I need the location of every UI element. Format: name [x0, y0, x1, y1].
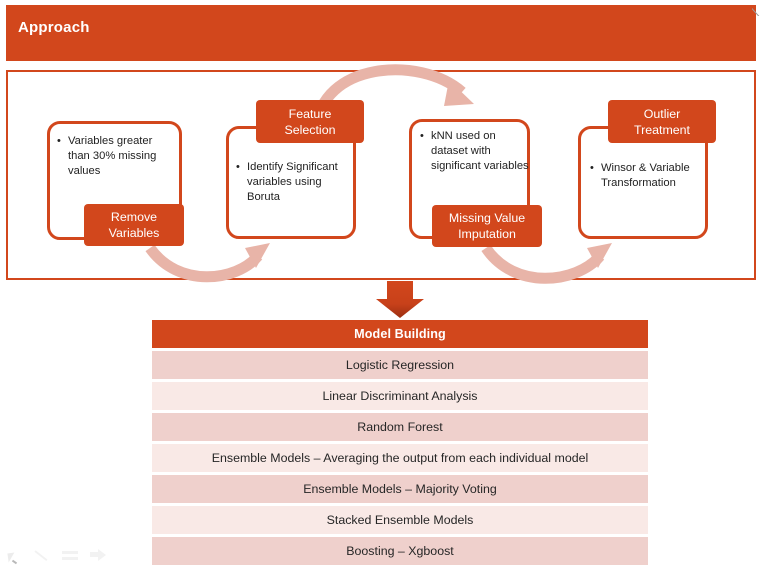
step-card-feature-selection[interactable]	[226, 126, 356, 239]
down-arrow-icon	[376, 281, 424, 318]
cursor-icon[interactable]	[6, 548, 23, 562]
table-row-label: Stacked Ensemble Models	[326, 513, 474, 527]
table-row: Linear Discriminant Analysis	[152, 382, 648, 410]
step-text-4: • Winsor & Variable Transformation	[590, 161, 708, 191]
table-row: Boosting – Xgboost	[152, 537, 648, 565]
table-row-label: Ensemble Models – Averaging the output f…	[211, 451, 589, 465]
step-card-outlier-treatment[interactable]	[578, 126, 708, 239]
arrow-right-icon[interactable]	[90, 548, 107, 562]
step-bullet-label-3: kNN used on dataset with significant var…	[431, 130, 529, 173]
table-row: Logistic Regression	[152, 351, 648, 379]
bullet-icon-3: •	[420, 130, 424, 142]
table-row: Ensemble Models – Averaging the output f…	[152, 444, 648, 472]
step-label-feature-selection[interactable]: Feature Selection	[256, 100, 364, 143]
step-bullet-label-4: Winsor & Variable Transformation	[601, 162, 690, 190]
page-title: Approach	[18, 19, 90, 36]
table-row-label: Linear Discriminant Analysis	[322, 389, 478, 403]
step-label-outlier-treatment[interactable]: Outlier Treatment	[608, 100, 716, 143]
step-label-remove-variables[interactable]: Remove Variables	[84, 204, 184, 246]
step-text-2: • Identify Significant variables using B…	[236, 160, 351, 206]
table-row-label: Boosting – Xgboost	[346, 544, 454, 558]
corner-mark-decoration	[752, 0, 766, 16]
table-row-label: Random Forest	[357, 420, 443, 434]
step-bullet-label-1: Variables greater than 30% missing value…	[68, 135, 157, 178]
pen-icon[interactable]	[34, 548, 51, 562]
step-text-1: • Variables greater than 30% missing val…	[57, 134, 172, 180]
table-row: Ensemble Models – Majority Voting	[152, 475, 648, 503]
menu-lines-icon[interactable]	[62, 548, 79, 562]
header-banner	[6, 5, 756, 61]
step-label-missing-value-imputation[interactable]: Missing Value Imputation	[432, 205, 542, 247]
step-bullet-label-2: Identify Significant variables using Bor…	[247, 161, 338, 204]
table-row: Stacked Ensemble Models	[152, 506, 648, 534]
mini-toolbar[interactable]	[6, 548, 107, 562]
bullet-icon-1: •	[57, 135, 61, 147]
bullet-icon-2: •	[236, 161, 240, 173]
step-text-3: • kNN used on dataset with significant v…	[420, 129, 532, 175]
table-row: Random Forest	[152, 413, 648, 441]
table-header-model-building: Model Building	[152, 320, 648, 348]
bullet-icon-4: •	[590, 162, 594, 174]
table-row-label: Ensemble Models – Majority Voting	[303, 482, 497, 496]
table-row-label: Logistic Regression	[345, 358, 455, 372]
